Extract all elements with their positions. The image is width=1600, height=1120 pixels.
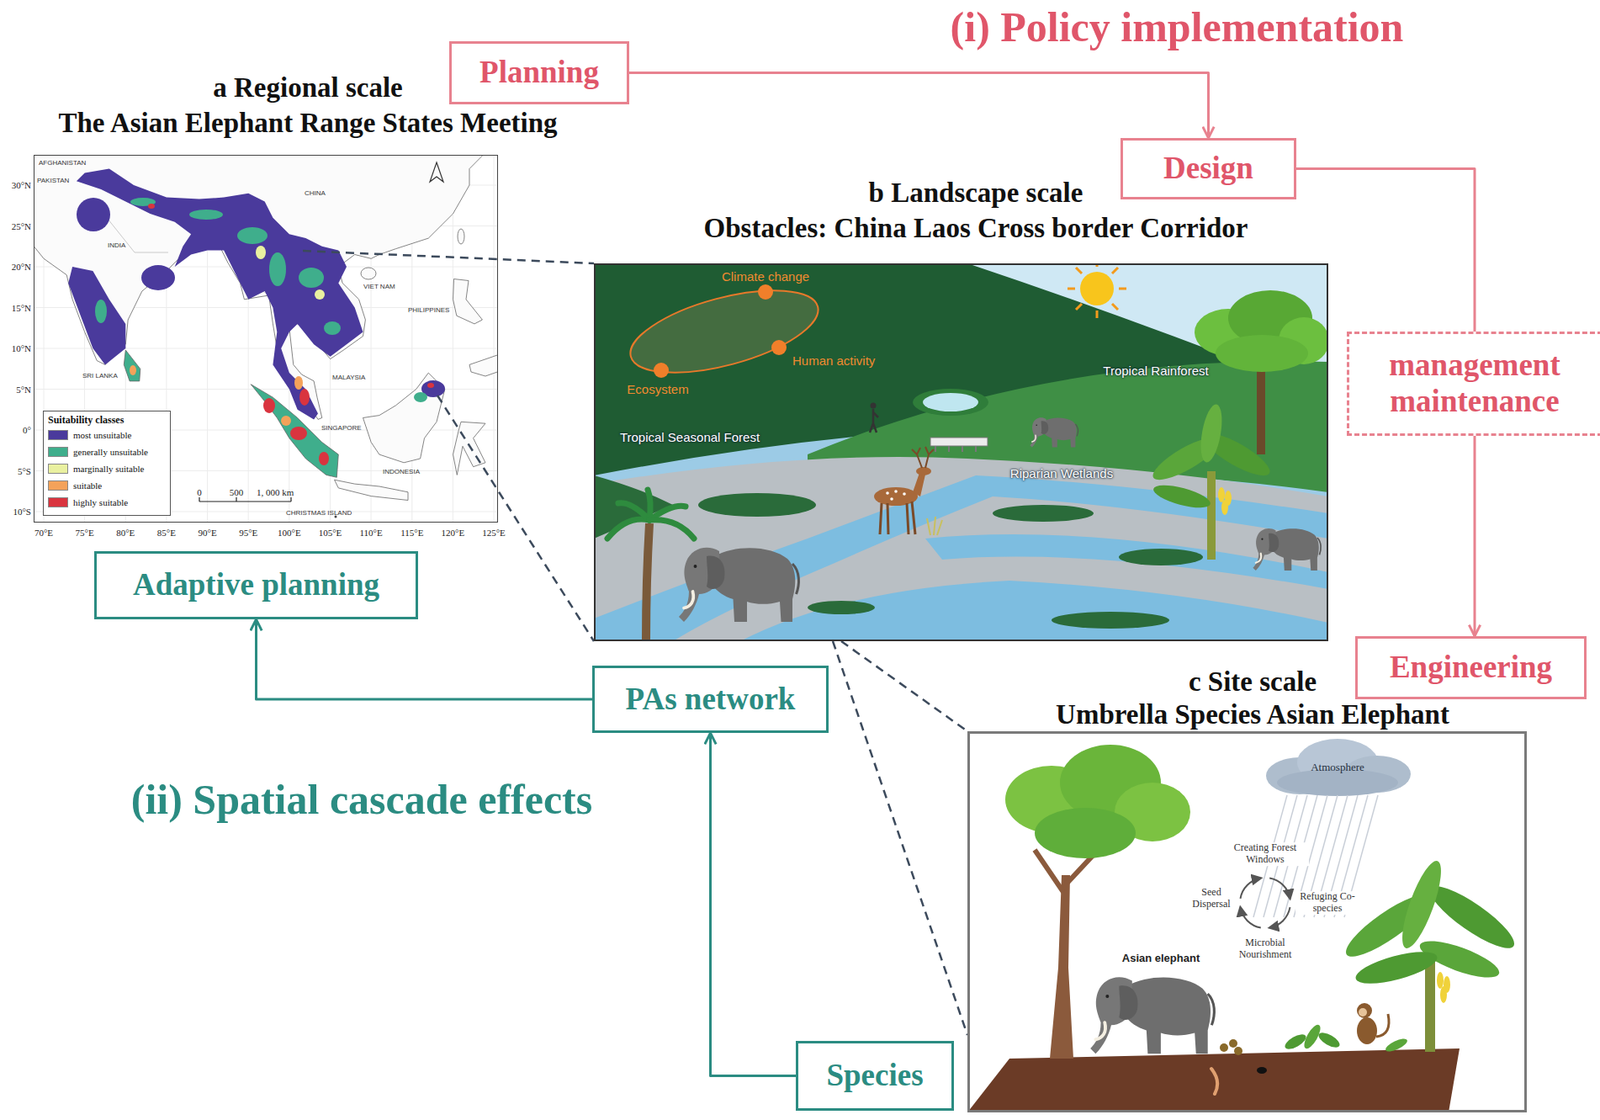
- country-label: PHILIPPINES: [407, 306, 450, 314]
- axis-tick-label: 25°N: [11, 221, 32, 232]
- scale-label: 500: [229, 487, 244, 498]
- illustration-label: Tropical Rainforest: [1102, 363, 1208, 378]
- legend-text: generally unsuitable: [73, 446, 149, 457]
- connector-arrow: [629, 73, 1209, 139]
- axis-tick-label: 90°E: [197, 527, 217, 538]
- panel-heading: Umbrella Species Asian Elephant: [1055, 699, 1450, 732]
- axis-tick-label: 0°: [22, 424, 32, 435]
- axis-tick-label: 105°E: [318, 527, 343, 538]
- process-box: Species: [795, 1040, 954, 1111]
- country-label: VIET NAM: [363, 282, 396, 291]
- country-label: INDIA: [107, 241, 126, 250]
- illustration-label: Climate change: [721, 269, 810, 284]
- box-label: Design: [1163, 150, 1254, 187]
- process-box: Design: [1120, 137, 1297, 200]
- panel-heading: a Regional scale: [212, 72, 403, 105]
- panel-heading: b Landscape scale: [868, 177, 1084, 210]
- axis-tick-label: 5°S: [17, 466, 32, 477]
- legend-row: generally unsuitable: [47, 445, 149, 459]
- legend-swatch: [47, 480, 69, 491]
- axis-tick-label: 10°N: [11, 343, 32, 354]
- box-label: management maintenance: [1349, 347, 1600, 419]
- axis-tick-label: 20°N: [11, 261, 32, 272]
- process-box-dashed: management maintenance: [1346, 331, 1600, 436]
- axis-tick-label: 30°N: [11, 180, 32, 191]
- legend-title: Suitability classes: [47, 413, 124, 427]
- legend-swatch: [47, 429, 69, 440]
- illustration-label: Asian elephant: [1120, 951, 1202, 965]
- landscape-panel: b Landscape scaleObstacles: China Laos C…: [593, 263, 1329, 642]
- axis-tick-label: 85°E: [157, 527, 176, 538]
- legend-text: most unsuitable: [73, 429, 132, 440]
- illustration-label: Creating Forest Windows: [1221, 842, 1309, 866]
- panel-heading: Obstacles: China Laos Cross border Corri…: [704, 212, 1249, 245]
- panel-heading: The Asian Elephant Range States Meeting: [58, 107, 557, 140]
- section-title: (ii) Spatial cascade effects: [131, 776, 593, 823]
- country-label: MALAYSIA: [332, 373, 366, 382]
- connector-arrow: [1473, 435, 1477, 636]
- box-label: Adaptive planning: [132, 566, 380, 604]
- country-label: INDONESIA: [382, 467, 420, 476]
- axis-tick-label: 125°E: [482, 527, 506, 538]
- illustration-label: Refuging Co-species: [1295, 890, 1360, 915]
- axis-tick-label: 80°E: [116, 527, 135, 538]
- country-label: SINGAPORE: [321, 423, 362, 432]
- scale-label: 1, 000 km: [256, 487, 294, 498]
- axis-tick-label: 15°N: [11, 302, 32, 313]
- country-label: PAKISTAN: [37, 176, 69, 185]
- country-label: CHINA: [304, 189, 326, 197]
- axis-tick-label: 95°E: [238, 527, 258, 538]
- legend-swatch: [47, 463, 69, 474]
- illustration-label: Tropical Seasonal Forest: [619, 429, 760, 445]
- process-box: PAs network: [592, 665, 829, 733]
- axis-tick-label: 10°S: [12, 506, 32, 517]
- panel-heading: c Site scale: [1188, 666, 1317, 699]
- axis-tick-label: 110°E: [360, 527, 383, 538]
- axis-tick-label: 75°E: [75, 527, 95, 538]
- country-label: CHRISTMAS ISLAND: [286, 508, 352, 517]
- country-label: AFGHANISTAN: [38, 158, 86, 167]
- site-panel: c Site scaleUmbrella Species Asian Eleph…: [967, 731, 1527, 1113]
- connector-arrow: [256, 619, 594, 700]
- box-label: PAs network: [625, 681, 796, 718]
- box-label: Planning: [479, 54, 599, 91]
- legend-row: highly suitable: [47, 495, 128, 509]
- axis-tick-label: 70°E: [34, 527, 53, 538]
- legend-box: most unsuitable generally unsuitable margi…: [42, 410, 171, 516]
- connector-arrow: [1296, 169, 1475, 333]
- illustration-label: Human activity: [792, 353, 875, 368]
- illustration-label: Riparian Wetlands: [1010, 466, 1113, 481]
- illustration-label: Microbial Nourishment: [1228, 937, 1304, 961]
- legend-text: suitable: [73, 480, 102, 491]
- legend-swatch: [47, 497, 69, 508]
- process-box: Engineering: [1355, 635, 1587, 700]
- legend-text: marginally suitable: [73, 463, 144, 474]
- axis-tick-label: 5°N: [15, 384, 32, 395]
- process-box: Planning: [449, 41, 630, 105]
- country-label: SRI LANKA: [82, 371, 118, 380]
- legend-row: marginally suitable: [47, 461, 144, 476]
- legend-text: highly suitable: [73, 497, 128, 508]
- legend-row: suitable: [47, 478, 102, 493]
- illustration-label: Seed Dispersal: [1184, 886, 1239, 911]
- box-label: Engineering: [1389, 649, 1553, 686]
- illustration-label: Ecosystem: [626, 381, 689, 397]
- axis-tick-label: 115°E: [400, 527, 424, 538]
- axis-tick-label: 120°E: [441, 527, 466, 538]
- box-label: Species: [826, 1057, 923, 1094]
- legend-swatch: [47, 446, 69, 457]
- connector-arrow: [710, 732, 797, 1076]
- illustration-label: Atmosphere: [1310, 760, 1365, 774]
- axis-tick-label: 100°E: [277, 527, 302, 538]
- section-title: (i) Policy implementation: [950, 4, 1404, 51]
- process-box: Adaptive planning: [94, 550, 419, 620]
- legend-row: most unsuitable: [47, 428, 132, 442]
- scale-label: 0: [196, 487, 202, 498]
